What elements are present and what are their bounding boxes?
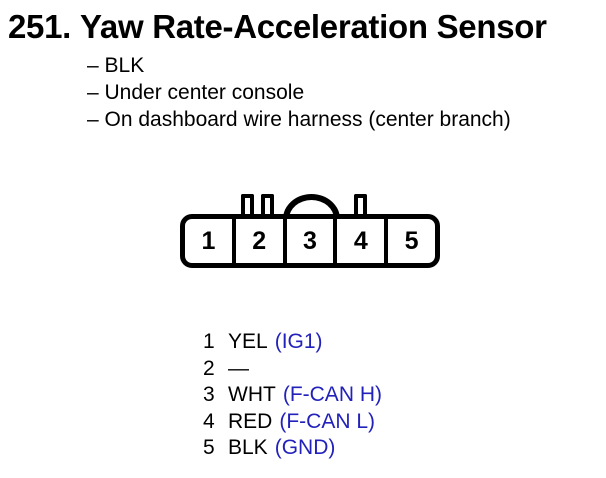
signal-name: (F-CAN L) [279,409,376,433]
note-line: – BLK [87,54,145,77]
connector-cavity-5: 5 [404,226,419,255]
pinout-row: 4 RED(F-CAN L) [203,409,382,436]
pin-number: 1 [203,330,215,353]
cavity-divider [384,219,389,263]
wire-color: RED [228,409,273,433]
connector-index-tab [354,194,367,219]
location-notes: – BLK – Under center console – On dashbo… [87,52,511,133]
pinout-row: 2— [203,356,382,383]
pin-number: 2 [203,356,215,380]
signal-name: (GND) [274,436,336,459]
section-number: 251. [8,8,72,45]
page-title: 251.Yaw Rate-Acceleration Sensor [8,8,547,46]
pinout-row: 1 YEL (IG1) [203,329,382,356]
cavity-divider [333,219,338,263]
note-line: – On dashboard wire harness (center bran… [87,108,511,131]
wire-color: YEL [228,330,268,353]
connector-index-tab [261,194,274,219]
connector-index-tab [241,194,254,219]
wire-color: — [228,356,249,380]
connector-cavity-1: 1 [201,226,216,255]
signal-name: (F-CAN H) [282,383,382,406]
pin-number: 4 [203,409,215,433]
signal-name: (IG1) [274,330,323,353]
pin-number: 5 [203,436,215,459]
note-line: – Under center console [87,81,305,104]
cavity-divider [231,219,236,263]
wire-color: WHT [228,383,276,406]
wire-color: BLK [228,436,268,459]
connector-cavity-2: 2 [252,226,267,255]
connector-cavity-4: 4 [353,226,368,255]
connector-cavity-3: 3 [303,226,317,255]
pinout-row: 5 BLK (GND) [203,435,382,462]
page-title-text: Yaw Rate-Acceleration Sensor [80,8,547,45]
pin-number: 3 [203,383,215,406]
pinout-row: 3 WHT (F-CAN H) [203,382,382,409]
connector-diagram: 1 2 3 4 5 [180,214,440,268]
cavity-divider [282,219,287,263]
